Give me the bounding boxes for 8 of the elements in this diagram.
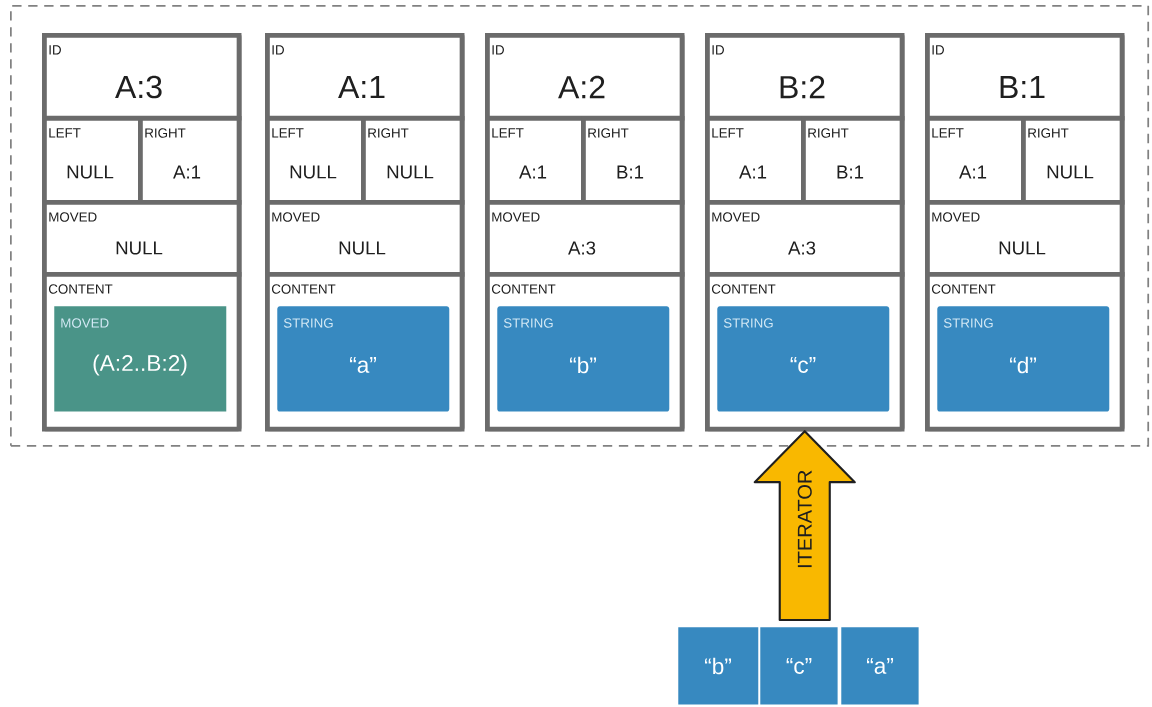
dashed-frame [10, 5, 1150, 447]
edge-label: ITERATOR [797, 470, 812, 568]
string-box: “a” [841, 627, 919, 705]
string-box: “b” [678, 627, 759, 705]
block-arrow [753, 430, 856, 622]
node-label: “c” [786, 658, 812, 674]
string-box: “c” [760, 627, 838, 705]
node-label: “b” [704, 657, 732, 675]
